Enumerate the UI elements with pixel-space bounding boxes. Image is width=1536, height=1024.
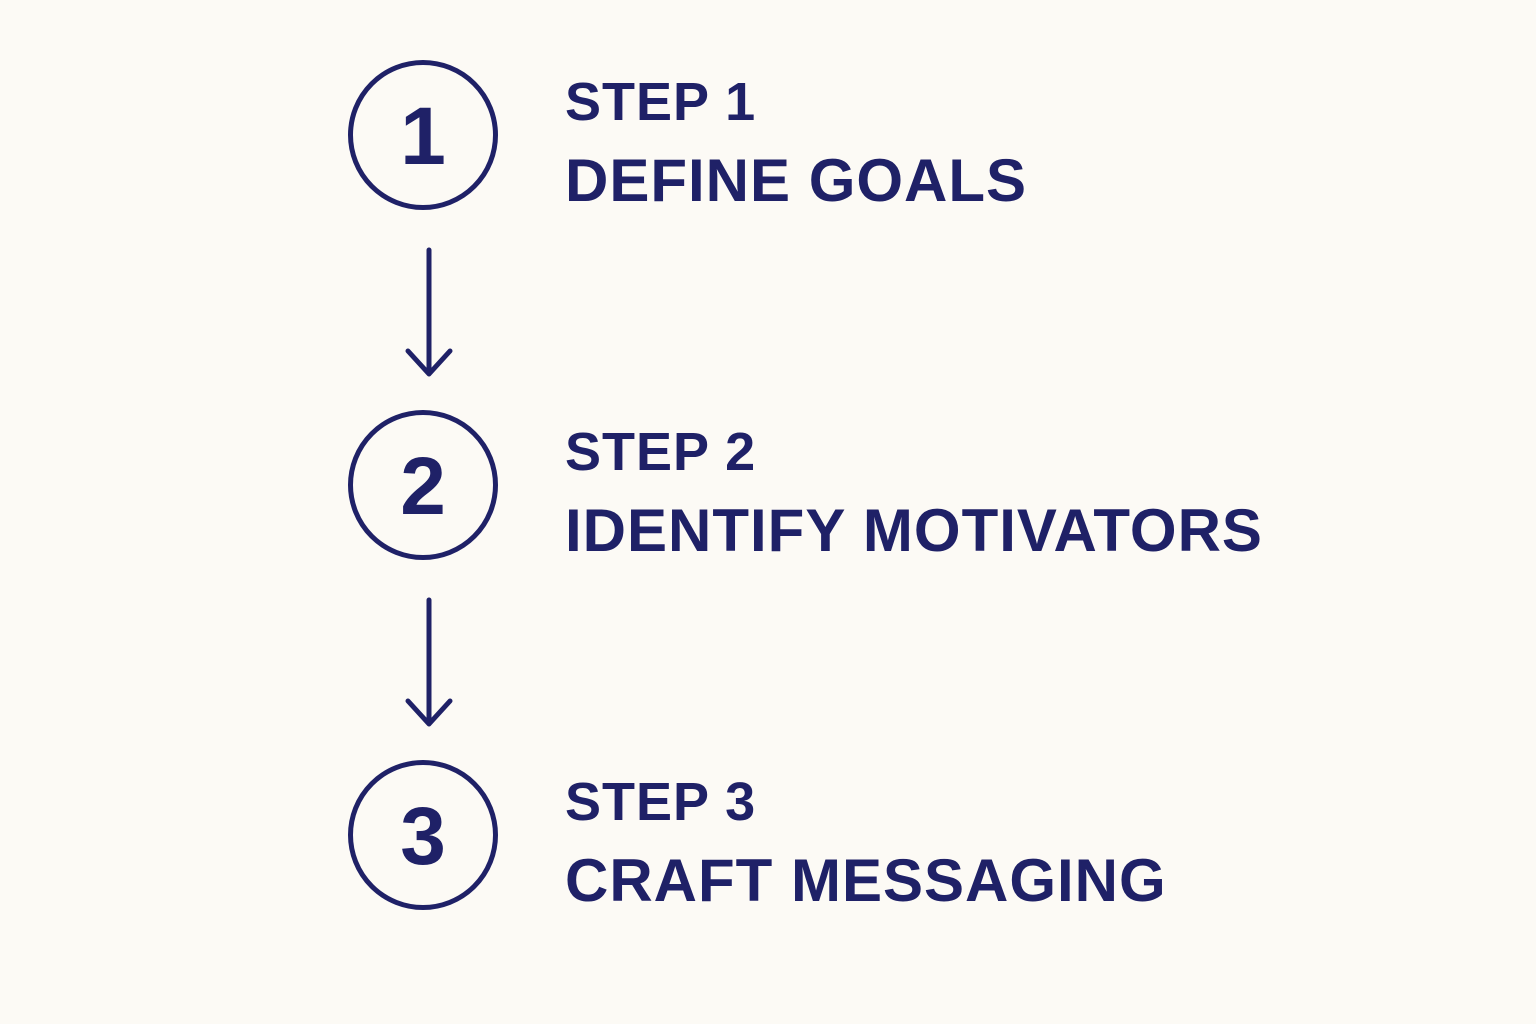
step-2-title: IDENTIFY MOTIVATORS — [565, 497, 1263, 564]
step-3: 3 STEP 3 CRAFT MESSAGING — [0, 755, 1536, 925]
step-3-title: CRAFT MESSAGING — [565, 847, 1167, 914]
step-2-label: STEP 2 — [565, 422, 757, 482]
step-1-number: 1 — [400, 91, 446, 182]
arrow-down-icon — [405, 597, 453, 727]
step-3-number: 3 — [400, 791, 446, 882]
step-1: 1 STEP 1 DEFINE GOALS — [0, 55, 1536, 225]
step-3-number-circle: 3 — [348, 760, 498, 910]
step-3-text: STEP 3 CRAFT MESSAGING — [565, 775, 1167, 911]
step-1-label: STEP 1 — [565, 72, 757, 132]
step-2-text: STEP 2 IDENTIFY MOTIVATORS — [565, 425, 1263, 561]
arrow-down-icon — [405, 247, 453, 377]
step-1-title: DEFINE GOALS — [565, 147, 1028, 214]
step-2-number-circle: 2 — [348, 410, 498, 560]
step-2: 2 STEP 2 IDENTIFY MOTIVATORS — [0, 405, 1536, 575]
step-1-text: STEP 1 DEFINE GOALS — [565, 75, 1027, 211]
step-1-number-circle: 1 — [348, 60, 498, 210]
step-3-label: STEP 3 — [565, 772, 757, 832]
step-2-number: 2 — [400, 441, 446, 532]
